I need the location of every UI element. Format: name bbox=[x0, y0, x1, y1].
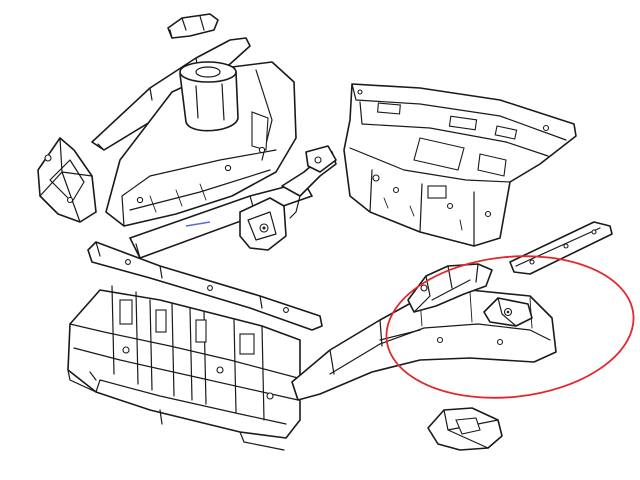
front-radiator-panel bbox=[67, 241, 323, 451]
left-gusset-bracket bbox=[37, 137, 97, 223]
small-top-bracket bbox=[167, 13, 219, 39]
highlighted-mounting-bracket bbox=[483, 297, 533, 327]
strut-tower-assembly bbox=[91, 37, 337, 259]
highlight-ellipse bbox=[385, 255, 635, 399]
highlighted-rail-extension bbox=[407, 263, 493, 313]
small-floor-bracket bbox=[427, 407, 503, 451]
long-narrow-strip bbox=[509, 221, 613, 275]
firewall-bulkhead bbox=[343, 83, 577, 247]
